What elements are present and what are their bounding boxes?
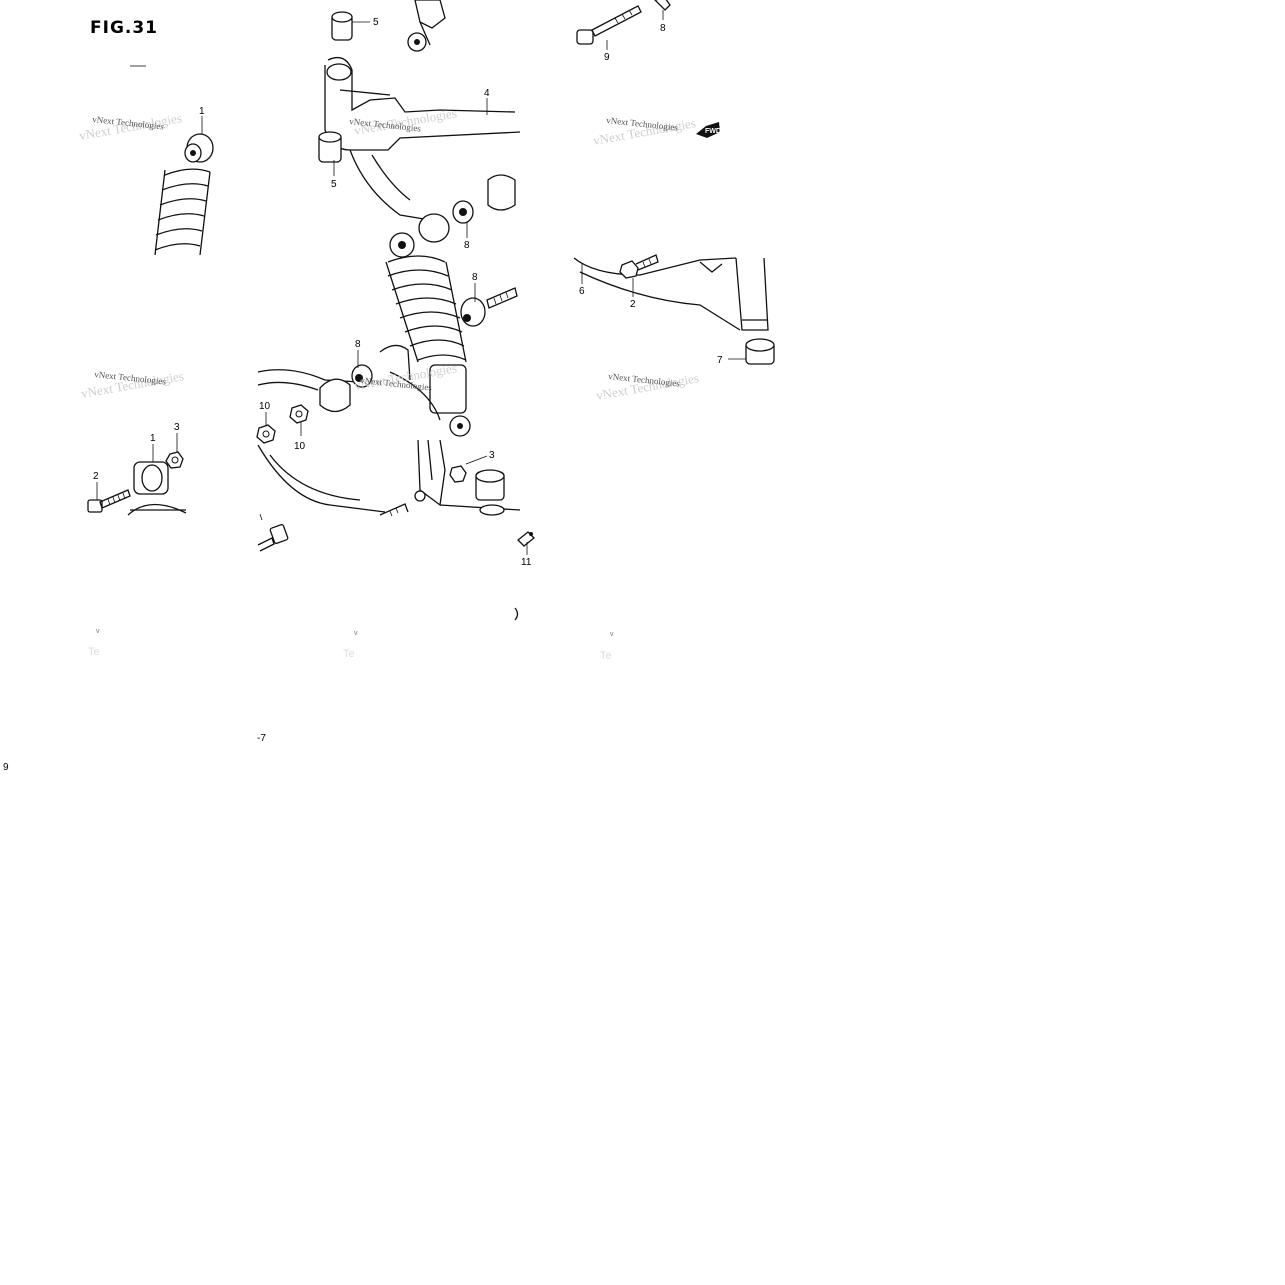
callout-4: 4 [484,88,490,99]
callout-5: 5 [331,179,337,190]
callout-1: 1 [199,106,205,117]
center-shock-spring [385,232,471,437]
leader-lines [96,10,746,555]
callout-9: 9 [604,52,610,63]
pivot-bushing-left [418,174,516,243]
svg-text:v: v [610,631,614,638]
callout-8: 8 [464,240,470,251]
nut-10-right [289,404,309,424]
svg-text:Te: Te [600,650,612,662]
callout-11: 11 [521,557,532,568]
fwd-label: FWD [705,128,721,135]
callout-10: 10 [259,401,271,412]
nut-8-top [654,0,671,11]
svg-text:Te: Te [88,646,100,658]
bolt-lower-center [379,503,409,517]
shock-nut-left [165,451,184,469]
callout-9-edge: 9 [3,762,9,773]
fwd-arrow-icon: FWD [696,122,721,138]
callout-8: 8 [660,23,666,34]
callout-1: 1 [150,433,156,444]
bushing-5-mid [318,131,342,163]
callout-2: 2 [93,471,99,482]
callout-numbers: 5 8 9 4 1 5 8 8 6 2 8 7 10 10 3 1 2 3 11… [3,17,723,773]
callout-3: 3 [489,450,495,461]
shock-bolt-left [87,489,131,513]
nut-10-left [256,424,276,444]
bushing-cylinder-right [475,469,505,516]
svg-text:v: v [354,630,358,637]
bushing-7 [745,338,775,365]
faint-remnants: v Te v Te v Te [88,513,614,662]
bushing-5-top [331,11,353,41]
long-bolt-9 [576,5,642,45]
svg-text:Te: Te [343,648,355,660]
link-bracket [414,439,521,511]
callout-minus-7: -7 [257,733,266,744]
callout-6: 6 [579,286,585,297]
callout-5: 5 [373,17,379,28]
swingarm-lower [257,344,441,513]
callout-8: 8 [472,272,478,283]
bolt-2-right [619,254,659,279]
bushing-8-left [319,364,373,413]
frame-right [573,257,769,331]
callout-2: 2 [630,299,636,310]
callout-8: 8 [355,339,361,350]
callout-7: 7 [717,355,723,366]
rear-shock-absorber-upper [154,133,214,256]
shock-top-mount [407,0,446,52]
figure-title: FIG.31 [90,18,159,38]
svg-text:v: v [96,628,100,635]
bolt-8-right [460,287,518,327]
callout-3: 3 [174,422,180,433]
long-bolt-lower-left [257,524,289,552]
grease-nipple [517,531,535,547]
rear-shock-absorber-lower [127,461,187,516]
callout-10: 10 [294,441,306,452]
